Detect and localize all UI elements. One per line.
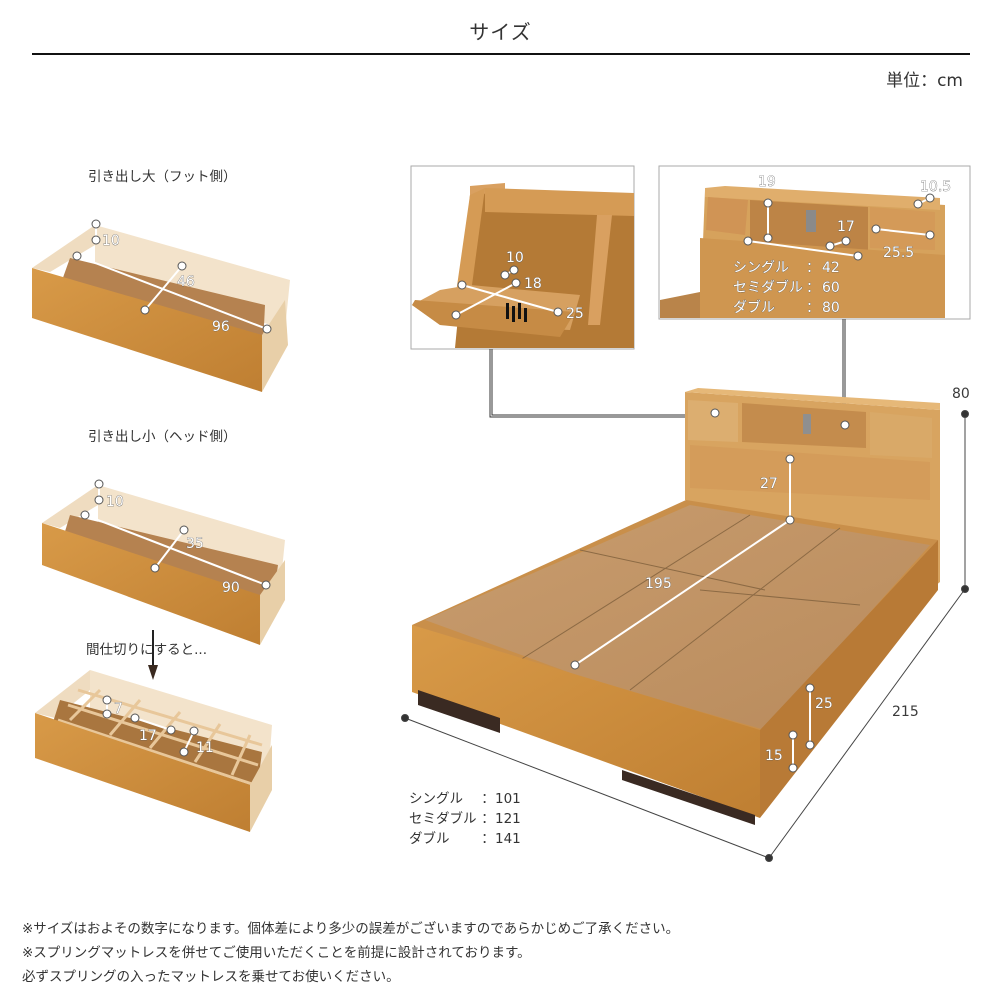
- shelf-sep: ：: [806, 280, 820, 296]
- drawer-large-height: 10: [102, 233, 120, 249]
- note-spring-mattress: ※スプリングマットレスを併せてご使用いただくことを前提に設計されております。: [22, 945, 531, 961]
- flap-dims: [451, 265, 563, 320]
- shelf-sep: ：: [806, 300, 820, 316]
- drawer-divided-dims: [102, 695, 199, 757]
- divider-caption: 間仕切りにすると...: [86, 642, 208, 658]
- separator: ：: [481, 791, 495, 807]
- drawer-small-depth: 35: [186, 536, 204, 552]
- drawer-small-height: 10: [106, 494, 124, 510]
- size-label: セミダブル: [409, 811, 477, 827]
- inner-length: 195: [645, 576, 672, 592]
- bed-width-row: ダブル ： 141: [409, 829, 521, 849]
- drawer-large-depth: 46: [177, 274, 195, 290]
- total-length: 215: [892, 704, 919, 720]
- drawer-large-label: 引き出し大（フット側）: [88, 169, 237, 185]
- drawer-small-dims: [80, 479, 271, 590]
- bed-width-row: セミダブル ： 121: [409, 809, 521, 829]
- flap-width: 25: [566, 306, 584, 322]
- shelf-size-double-label: ダブル: [733, 299, 775, 316]
- divided-width: 17: [139, 728, 157, 744]
- drawer-divided-image: [35, 670, 272, 832]
- size-value: 141: [495, 831, 521, 847]
- flap-detail-image: [410, 165, 635, 350]
- bed-dims: [570, 408, 850, 773]
- note-must-use-spring: 必ずスプリングの入ったマットレスを乗せてお使いください。: [22, 969, 400, 985]
- shelf-size-single-value: 42: [822, 260, 840, 276]
- drawer-large-image: [32, 225, 290, 392]
- separator: ：: [481, 831, 495, 847]
- headboard-panel-height: 27: [760, 476, 778, 492]
- divided-depth: 11: [196, 740, 214, 756]
- shelf-size-single-label: シングル: [733, 260, 789, 276]
- drawer-large-width: 96: [212, 319, 230, 335]
- size-label: シングル: [409, 791, 463, 807]
- divided-height: 7: [114, 701, 123, 717]
- drawer-large-dims: [72, 219, 272, 334]
- size-value: 101: [495, 791, 521, 807]
- shelf-size-semidouble-label: セミダブル: [733, 279, 803, 296]
- shelf-detail-image: [658, 165, 971, 320]
- drawer-small-image: [42, 485, 285, 645]
- bed-image: [412, 388, 940, 825]
- shelf-sep: ：: [806, 260, 820, 276]
- shelf-depth: 17: [837, 219, 855, 235]
- shelf-size-double-value: 80: [822, 300, 840, 316]
- size-value: 121: [495, 811, 521, 827]
- frame-height: 25: [815, 696, 833, 712]
- title-divider: [32, 53, 970, 55]
- drawer-small-width: 90: [222, 580, 240, 596]
- size-label: ダブル: [409, 831, 450, 847]
- drawer-small-label: 引き出し小（ヘッド側）: [88, 429, 237, 445]
- bed-width-row: シングル ： 101: [409, 789, 521, 809]
- total-height: 80: [952, 386, 970, 402]
- separator: ：: [481, 811, 495, 827]
- unit-label: 単位：cm: [886, 71, 963, 91]
- page-title: サイズ: [469, 20, 532, 44]
- note-approximate-size: ※サイズはおよその数字になります。個体差により多少の誤差がございますのであらかじ…: [22, 921, 680, 937]
- shelf-top-depth: 10.5: [920, 179, 951, 195]
- leg-clearance: 15: [765, 748, 783, 764]
- down-arrow-icon: [148, 630, 158, 680]
- outer-dims: [401, 410, 969, 862]
- shelf-height: 19: [758, 174, 776, 190]
- shelf-dims: [743, 193, 935, 261]
- shelf-box-width: 25.5: [883, 245, 914, 261]
- bed-width-table: シングル ： 101 セミダブル ： 121 ダブル ： 141: [409, 789, 521, 849]
- flap-height: 10: [506, 250, 524, 266]
- shelf-size-semidouble-value: 60: [822, 280, 840, 296]
- flap-depth: 18: [524, 276, 542, 292]
